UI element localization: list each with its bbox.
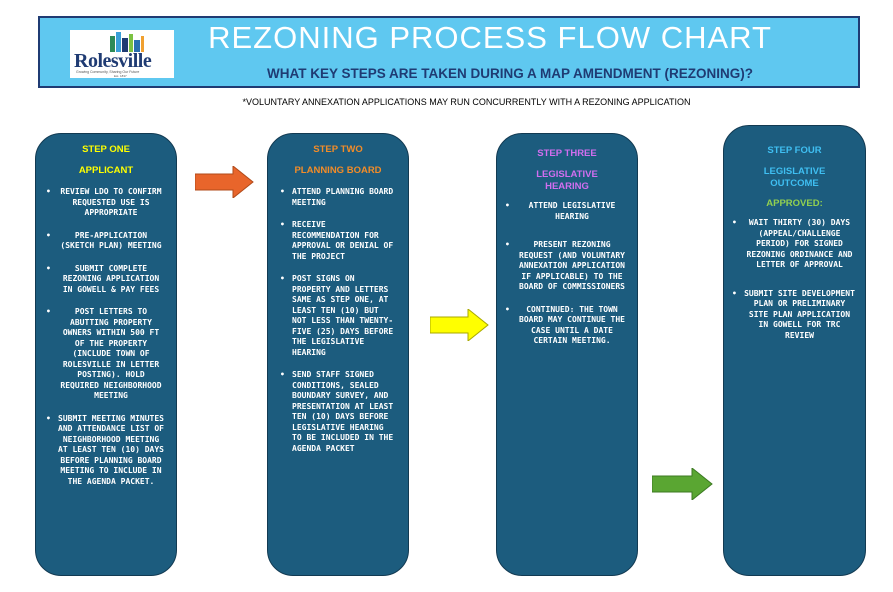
list-item: Submit site development plan or prelimin…: [730, 289, 859, 342]
step-two-title: STEP TWO: [313, 144, 363, 155]
page-title: REZONING PROCESS FLOW CHART: [208, 20, 772, 55]
step-three-title: STEP THREE: [537, 148, 597, 159]
step-four-title: STEP FOUR: [767, 145, 822, 156]
step-one-subtitle: APPLICANT: [78, 165, 134, 176]
step-three-box: STEP THREE LEGISLATIVE HEARING Attend le…: [496, 133, 638, 576]
header-banner: Rolesville Growing Community, Sharing Ou…: [38, 16, 860, 88]
list-item: Submit complete rezoning application in …: [44, 264, 168, 296]
logo-wordmark: Rolesville: [74, 50, 152, 72]
page-subtitle: WHAT KEY STEPS ARE TAKEN DURING A MAP AM…: [267, 66, 753, 81]
step-two-list: Attend Planning Board meeting Receive re…: [278, 187, 398, 454]
step-four-subtitle-line2: OUTCOME: [770, 178, 819, 189]
list-item: Submit meeting minutes and attendance li…: [44, 414, 168, 488]
list-item: Attend Planning Board meeting: [278, 187, 398, 208]
logo-tagline: Growing Community, Sharing Our Future: [76, 70, 140, 74]
list-item: Attend legislative hearing: [503, 201, 631, 222]
step-three-list: Attend legislative hearing Present rezon…: [503, 201, 631, 347]
step-one-box: STEP ONE APPLICANT Review LDO to confirm…: [35, 133, 177, 576]
green-right-arrow-icon: [652, 468, 713, 500]
yellow-right-arrow-icon: [430, 309, 489, 341]
skyline-icon: [110, 32, 144, 52]
list-item: Post signs on property and letters same …: [278, 274, 398, 358]
list-item: Receive recommendation for approval or d…: [278, 220, 398, 262]
logo-established: Est. 1837: [114, 74, 127, 78]
list-item: Post letters to abutting property owners…: [44, 307, 168, 402]
step-one-list: Review LDO to confirm requested use is a…: [44, 187, 168, 487]
list-item: Review LDO to confirm requested use is a…: [44, 187, 168, 219]
approved-label: APPROVED:: [766, 198, 823, 209]
list-item: Continued: The Town Board may continue t…: [503, 305, 631, 347]
annexation-note: *VOLUNTARY ANNEXATION APPLICATIONS MAY R…: [242, 97, 691, 107]
step-four-subtitle-line1: LEGISLATIVE: [763, 166, 826, 177]
step-three-subtitle-line2: HEARING: [545, 181, 589, 192]
step-two-subtitle: PLANNING BOARD: [294, 165, 382, 176]
step-one-title: STEP ONE: [82, 144, 130, 155]
step-four-box: STEP FOUR LEGISLATIVE OUTCOME APPROVED: …: [723, 125, 866, 576]
step-two-box: STEP TWO PLANNING BOARD Attend Planning …: [267, 133, 409, 576]
orange-right-arrow-icon: [195, 166, 254, 198]
list-item: Present rezoning request (and voluntary …: [503, 240, 631, 293]
step-three-subtitle-line1: LEGISLATIVE: [536, 169, 598, 180]
list-item: Pre-application (sketch plan) meeting: [44, 231, 168, 252]
rolesville-logo: Rolesville Growing Community, Sharing Ou…: [70, 30, 174, 78]
list-item: Send staff signed conditions, sealed bou…: [278, 370, 398, 454]
step-four-list: Wait thirty (30) days (appeal/challenge …: [730, 218, 859, 341]
list-item: Wait thirty (30) days (appeal/challenge …: [730, 218, 859, 271]
